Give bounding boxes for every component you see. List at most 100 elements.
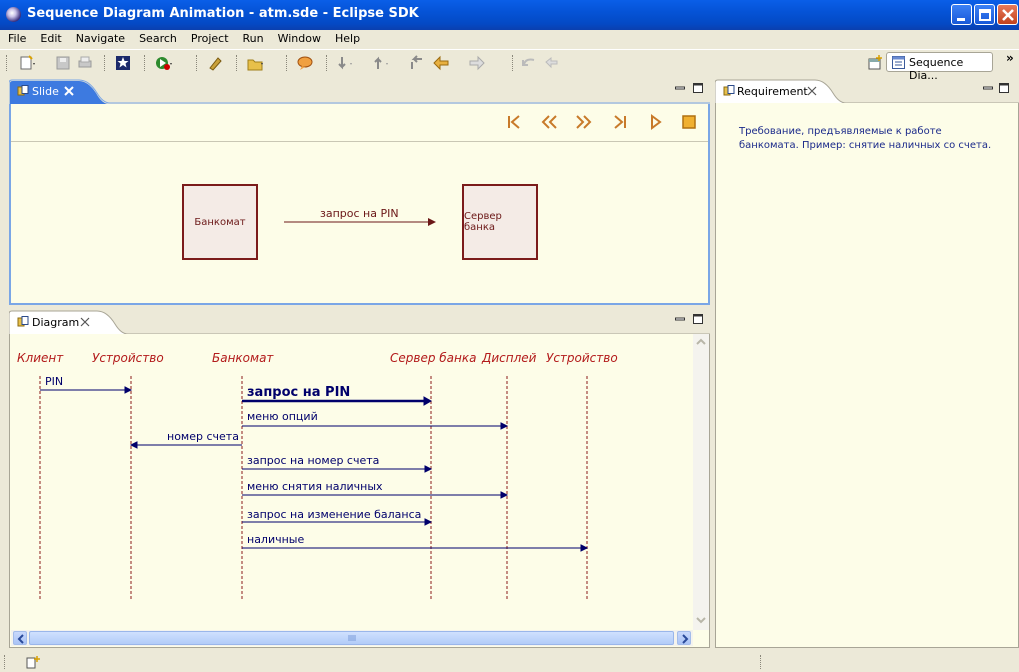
maximize-button[interactable] — [974, 4, 995, 25]
tab-requirement[interactable]: Requirement — [715, 79, 835, 103]
slide-divider — [11, 141, 708, 142]
message-arrow-account-request — [242, 465, 433, 473]
menu-file[interactable]: File — [8, 32, 27, 45]
horizontal-scrollbar[interactable] — [11, 630, 693, 646]
toolbar-separator — [286, 55, 289, 71]
menu-search[interactable]: Search — [139, 32, 177, 45]
toolbar-separator — [236, 55, 239, 71]
first-step-icon[interactable] — [505, 113, 523, 131]
scroll-up-icon[interactable] — [695, 337, 707, 347]
tab-diagram-label: Diagram — [32, 316, 80, 329]
message-label-account-request: запрос на номер счета — [247, 454, 380, 467]
scroll-thumb[interactable] — [29, 631, 674, 645]
diagram-tab-shape — [9, 310, 710, 336]
chevron-left-icon — [17, 634, 24, 644]
close-icon[interactable] — [80, 317, 90, 327]
forward-arrow-icon[interactable] — [468, 54, 486, 72]
menu-help[interactable]: Help — [334, 32, 361, 45]
requirement-tab-shape — [715, 79, 1019, 105]
menu-run[interactable]: Run — [242, 32, 264, 45]
scroll-left-button[interactable] — [13, 631, 27, 645]
redo-icon[interactable] — [542, 54, 560, 72]
message-arrow-balance-change — [242, 518, 433, 526]
requirement-view-icon — [723, 85, 735, 96]
external-tools-icon[interactable] — [206, 54, 224, 72]
message-arrow-pin — [40, 386, 133, 394]
menu-bar: File Edit Navigate Search Project Run Window He… — [0, 30, 1019, 48]
tab-diagram[interactable]: Diagram — [9, 310, 119, 334]
rewind-icon[interactable] — [540, 113, 558, 131]
slide-view: Slide — [9, 79, 710, 305]
message-label-balance-change: запрос на изменение баланса — [247, 508, 422, 521]
menu-edit[interactable]: Edit — [40, 32, 62, 45]
tab-requirement-label: Requirement — [737, 85, 808, 98]
maximize-view-icon[interactable] — [999, 83, 1009, 93]
title-bar: Sequence Diagram Animation - atm.sde - E… — [0, 0, 1019, 30]
lifeline-label-client: Клиент — [17, 351, 64, 365]
message-arrow-pin-request — [242, 396, 433, 406]
scroll-down-icon[interactable] — [695, 615, 707, 625]
maximize-view-icon[interactable] — [693, 83, 703, 93]
toolbar-chevron[interactable]: » — [1006, 51, 1014, 65]
open-type-icon[interactable] — [246, 54, 264, 72]
run-icon[interactable] — [154, 54, 172, 72]
save-icon[interactable] — [54, 54, 72, 72]
print-icon[interactable] — [76, 54, 94, 72]
perspective-label: Sequence Dia... — [909, 56, 964, 82]
lifeline-label-device: Устройство — [92, 351, 164, 365]
diagram-body — [9, 334, 710, 648]
diagram-view: Diagram — [9, 310, 710, 648]
grip-icon — [348, 635, 356, 641]
toolbar-separator — [196, 55, 199, 71]
vertical-scrollbar[interactable] — [693, 334, 709, 630]
slide-box-atm: Банкомат — [182, 184, 258, 260]
minimize-button[interactable] — [951, 4, 972, 25]
message-arrow-options-menu — [242, 422, 509, 430]
requirement-text: Требование, предъявляемые к работе банко… — [739, 125, 991, 153]
scroll-right-button[interactable] — [677, 631, 691, 645]
toolbar-separator — [104, 55, 107, 71]
new-icon[interactable] — [18, 54, 36, 72]
toolbar-separator — [512, 55, 515, 71]
maximize-view-icon[interactable] — [693, 314, 703, 324]
slide-tab-shape — [9, 79, 710, 105]
next-annotation-icon[interactable] — [336, 54, 354, 72]
back-arrow-icon[interactable] — [432, 54, 450, 72]
tab-slide[interactable]: Slide — [9, 79, 99, 103]
fast-view-icon[interactable] — [26, 655, 42, 669]
message-arrow-account-number — [129, 441, 242, 449]
undo-icon[interactable] — [520, 54, 538, 72]
play-icon[interactable] — [647, 113, 665, 131]
stop-icon[interactable] — [680, 113, 698, 131]
eclipse-icon — [6, 7, 21, 22]
chevron-right-icon — [682, 634, 689, 644]
last-edit-icon[interactable] — [408, 54, 426, 72]
toolbar-separator — [6, 55, 9, 71]
comment-icon[interactable] — [296, 54, 314, 72]
status-bar — [0, 652, 1019, 672]
toolbar-separator — [326, 55, 329, 71]
minimize-view-icon[interactable] — [983, 83, 993, 93]
slide-view-icon — [17, 85, 29, 96]
slide-box-bank-server: Сервер банка — [462, 184, 538, 260]
close-icon[interactable] — [807, 86, 817, 96]
last-step-icon[interactable] — [611, 113, 629, 131]
close-window-button[interactable] — [997, 4, 1018, 25]
sequence-diagram-canvas — [39, 376, 589, 600]
window-title: Sequence Diagram Animation - atm.sde - E… — [27, 6, 419, 21]
slide-body — [9, 104, 710, 305]
open-perspective-star-icon[interactable] — [114, 54, 132, 72]
tab-slide-label: Slide — [32, 85, 59, 98]
minimize-view-icon[interactable] — [675, 83, 685, 93]
close-icon[interactable] — [64, 86, 74, 96]
menu-navigate[interactable]: Navigate — [75, 32, 126, 45]
sequence-diagram-perspective-icon — [892, 56, 905, 69]
menu-window[interactable]: Window — [277, 32, 321, 45]
diagram-view-icon — [17, 316, 29, 327]
previous-annotation-icon[interactable] — [372, 54, 390, 72]
minimize-view-icon[interactable] — [675, 314, 685, 324]
fast-forward-icon[interactable] — [575, 113, 593, 131]
open-perspective-icon[interactable] — [866, 54, 884, 72]
perspective-switcher[interactable]: Sequence Dia... — [886, 52, 993, 82]
menu-project[interactable]: Project — [190, 32, 229, 45]
